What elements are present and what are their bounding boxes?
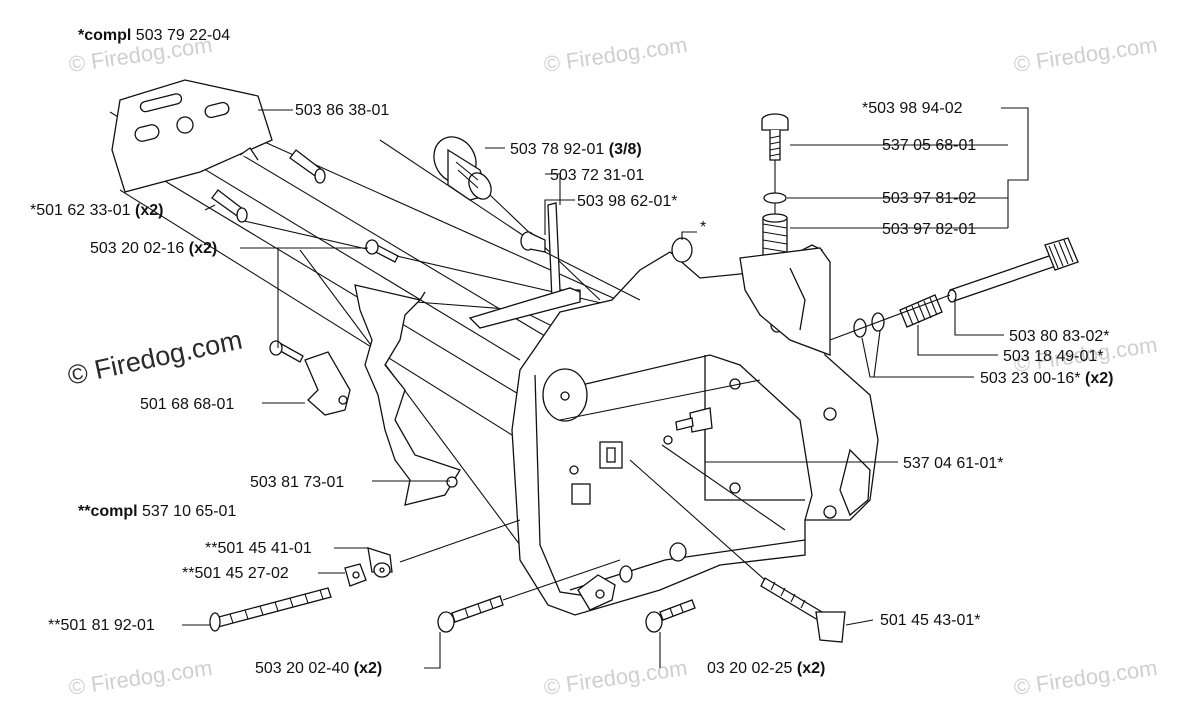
clip-hole (338, 395, 348, 405)
rail-line (259, 139, 641, 311)
bracket-clip (304, 351, 351, 416)
bore-hole (560, 391, 570, 401)
plug (675, 407, 713, 433)
leader-lines (182, 107, 1029, 669)
rail-line (299, 249, 521, 546)
housing-notch (839, 448, 871, 517)
part-label: *501 62 33-01 (x2) (30, 202, 163, 219)
square-port-inner (606, 447, 616, 463)
assembly-label-top: *compl 503 79 22-04 (78, 27, 230, 44)
nut-hole (352, 571, 360, 579)
boss (669, 542, 687, 562)
part-label: 503 98 62-01* (577, 193, 678, 210)
watermark: © Firedog.com (542, 655, 689, 700)
watermark: © Firedog.com (1012, 655, 1159, 700)
housing-rim (559, 354, 813, 521)
small-hole (823, 407, 837, 421)
plate-hole (176, 116, 194, 134)
shaft-axis (829, 294, 951, 341)
part-label: 537 04 61-01* (903, 455, 1004, 472)
small-hole (663, 435, 673, 445)
part-label: *503 98 94-02 (862, 100, 963, 117)
part-label: 503 80 83-02* (1009, 328, 1110, 345)
plate-slot (139, 93, 183, 113)
washer (763, 192, 787, 204)
square-port (571, 483, 591, 505)
long-bolt (209, 587, 332, 632)
spacer-sleeve (289, 149, 326, 184)
guide-hole (446, 476, 458, 488)
side-bracket (739, 247, 831, 356)
boss (619, 565, 633, 583)
tab-hole (671, 237, 693, 263)
rail-line (119, 189, 521, 441)
stud-axis (399, 519, 521, 563)
part-label: **501 81 92-01 (48, 617, 155, 634)
sprocket-nut (433, 136, 492, 201)
pin (520, 231, 546, 253)
part-label: 503 18 49-01* (1003, 348, 1104, 365)
screw (269, 340, 304, 363)
slider-bar (547, 202, 581, 301)
tension-spring (899, 294, 943, 328)
part-label: 503 20 02-16 (x2) (90, 240, 217, 257)
adjust-screw (761, 113, 789, 161)
bolt (645, 599, 696, 633)
assembly-label-bottom: **compl 537 10 65-01 (78, 503, 236, 520)
bottom-parts (209, 459, 846, 643)
watermark: © Firedog.com (542, 32, 689, 77)
top-parts (433, 136, 641, 329)
part-label: **501 45 27-02 (182, 565, 289, 582)
bar-assembly (109, 79, 641, 546)
washer (853, 318, 867, 338)
bolt-axis (502, 559, 621, 601)
part-label: * (700, 219, 706, 236)
inner-frame (704, 355, 805, 501)
housing-rim (534, 374, 601, 599)
chain-guide (354, 284, 461, 506)
part-label: 501 45 43-01* (880, 612, 981, 629)
spacer-sleeve (211, 189, 248, 223)
watermark-main: © Firedog.com (65, 325, 245, 391)
rail-line (239, 219, 611, 306)
slider-plate (468, 287, 581, 329)
side-bracket-rib (789, 267, 806, 331)
part-label: 501 68 68-01 (140, 396, 234, 413)
small-hole (729, 482, 741, 494)
guide-tip (419, 291, 426, 301)
part-label: 503 81 73-01 (250, 474, 344, 491)
part-label: 503 97 82-01 (882, 221, 976, 238)
bolt-axis (629, 459, 766, 581)
guide-line (559, 379, 761, 421)
part-label: 503 72 31-01 (550, 167, 644, 184)
part-label: **501 45 41-01 (205, 540, 312, 557)
screw (365, 239, 399, 263)
tensioner-parts (739, 113, 1079, 356)
part-label: 503 86 38-01 (295, 102, 389, 119)
plate-slot (134, 124, 160, 142)
plate-edge (239, 147, 259, 161)
plate-slot (204, 101, 230, 119)
watermark: © Firedog.com (1012, 32, 1159, 77)
pin-axis (544, 251, 641, 301)
part-label: 503 78 92-01 (3/8) (510, 141, 642, 158)
watermark: © Firedog.com (67, 655, 214, 700)
gear-shaft (947, 237, 1079, 303)
stud (367, 547, 393, 578)
guide-line (661, 444, 786, 531)
rail-line (129, 159, 521, 396)
part-label: 503 20 02-40 (x2) (255, 660, 382, 677)
small-hole (823, 505, 837, 519)
square-bolt (760, 577, 846, 643)
part-label: 503 97 81-02 (882, 190, 976, 207)
lower-tab-hole (595, 589, 605, 599)
part-label: 537 05 68-01 (882, 137, 976, 154)
bolt (437, 595, 504, 633)
labels: *compl 503 79 22-04 503 86 38-01 *501 62… (30, 27, 1113, 677)
part-label: 03 20 02-25 (x2) (707, 660, 825, 677)
part-label: 503 23 00-16* (x2) (980, 370, 1113, 387)
small-hole (569, 465, 579, 475)
